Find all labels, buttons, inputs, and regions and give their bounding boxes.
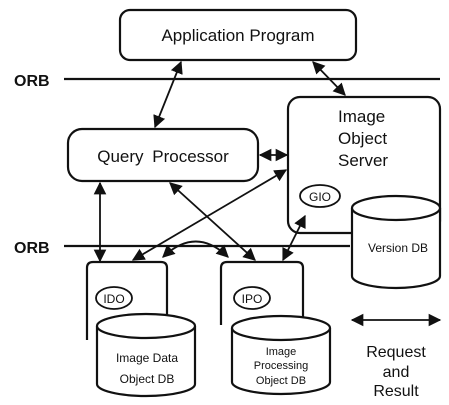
orb-top-label: ORB (14, 73, 50, 90)
version-db-label: Version DB (368, 241, 428, 255)
image-data-object-db-label-2: Object DB (120, 372, 175, 386)
arrow-ido-ipo-curve (162, 240, 229, 258)
ipo-ellipse (233, 286, 271, 310)
version-db-cylinder (350, 194, 442, 290)
image-processing-object-db-cylinder (230, 314, 332, 396)
application-program-box (118, 8, 358, 62)
orb-bottom-label: ORB (14, 240, 50, 257)
arrow-server-ipo (282, 214, 306, 262)
arrow-query-ipo (169, 182, 256, 261)
gio-label: GIO (309, 190, 331, 204)
image-processing-object-db-label-3: Object DB (256, 375, 306, 387)
legend-label-result: Result (373, 383, 419, 400)
ido-ellipse (95, 286, 133, 310)
arrow-app-query (153, 60, 183, 129)
legend-label-and: and (383, 364, 410, 381)
application-program-label: Application Program (161, 26, 314, 45)
image-object-server-label-2: Object (338, 129, 387, 148)
legend-label-request: Request (366, 344, 426, 361)
gio-ellipse (299, 184, 341, 208)
image-object-server-label-1: Image (338, 107, 385, 126)
arrow-server-ido (131, 169, 288, 261)
image-processing-object-db-label-1: Image (266, 346, 297, 358)
image-data-object-db-cylinder (95, 312, 197, 398)
image-processing-object-db-label-2: Processing (254, 360, 308, 372)
ido-label: IDO (103, 292, 124, 306)
ipo-label: IPO (242, 292, 263, 306)
query-processor-label: Query Processor (97, 147, 229, 166)
arrow-app-server (312, 61, 346, 96)
image-object-server-label-3: Server (338, 151, 388, 170)
image-data-object-db-label-1: Image Data (116, 351, 178, 365)
